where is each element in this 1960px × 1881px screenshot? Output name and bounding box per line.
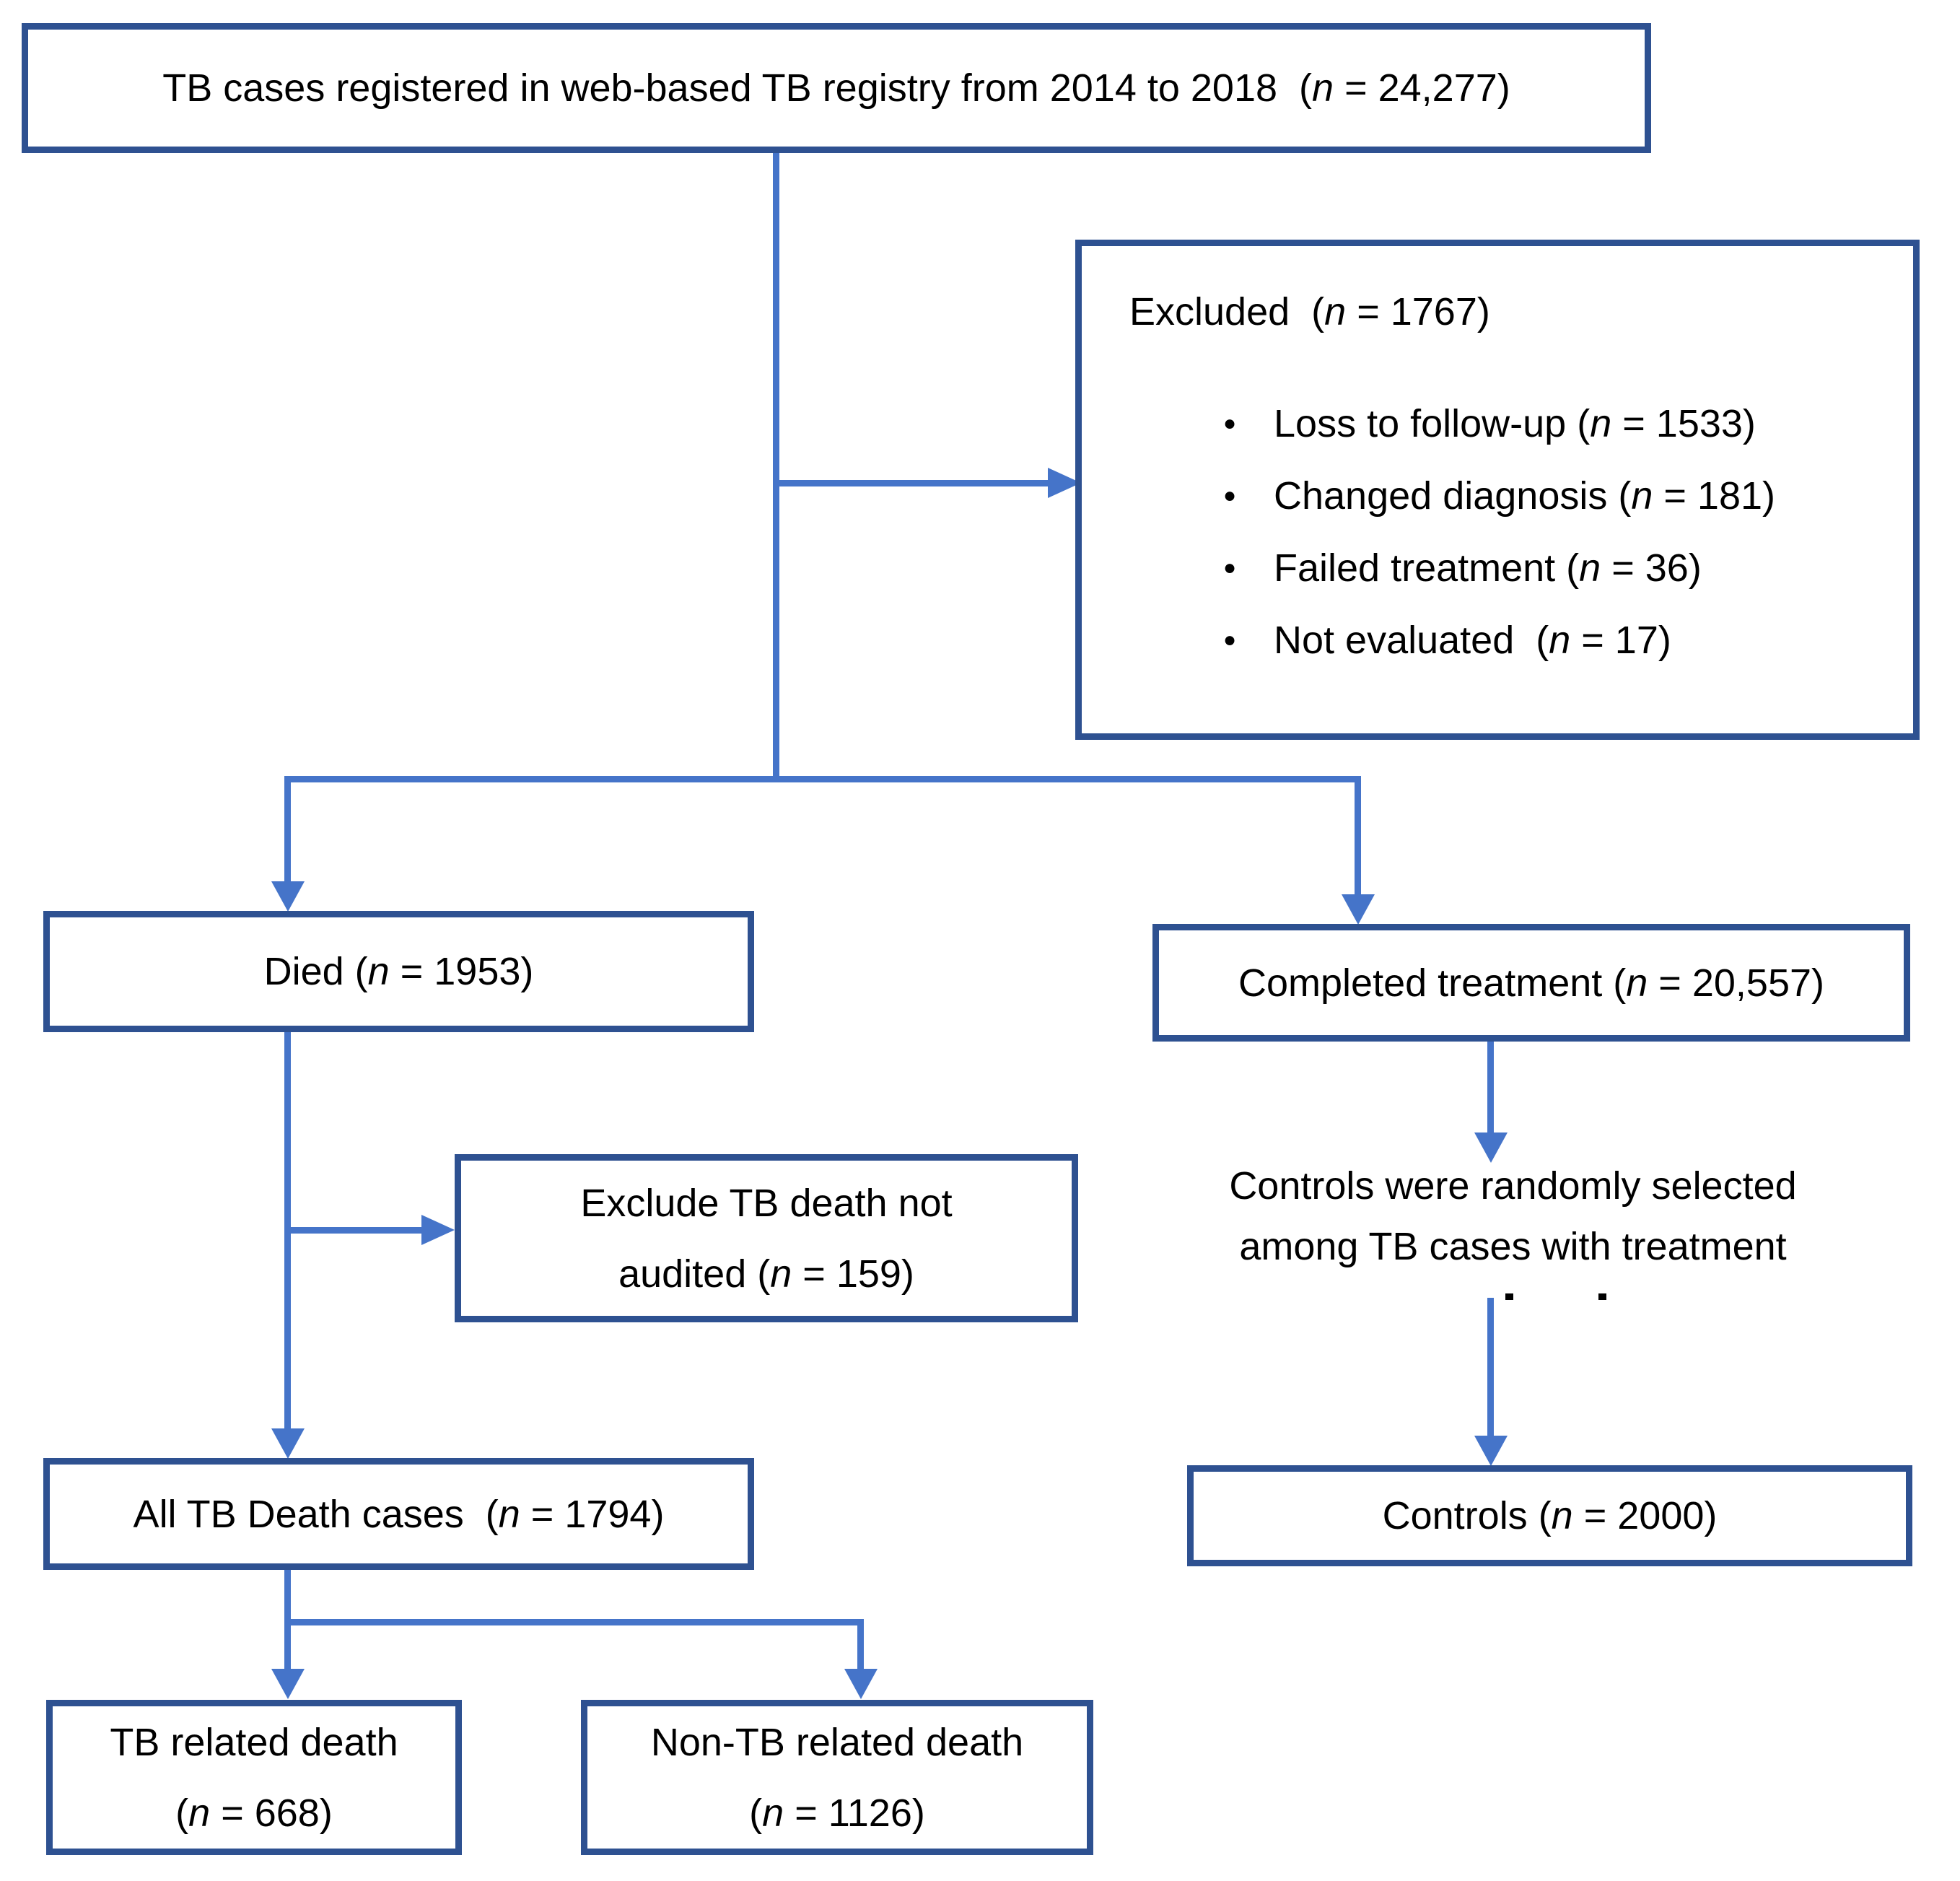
connector-note-vertical <box>1487 1042 1494 1134</box>
all-tb-death-label: All TB Death cases (n = 1794) <box>133 1492 665 1536</box>
arrowhead-completed-icon <box>1342 894 1375 925</box>
excluded-item-label: Not evaluated (n = 17) <box>1274 619 1671 662</box>
arrowhead-audit-icon <box>421 1215 455 1245</box>
arrowhead-all-tb-death-icon <box>271 1428 305 1459</box>
exclude-audit-line2: audited (n = 159) <box>618 1252 914 1296</box>
connector-died-vertical <box>284 776 291 884</box>
connector-non-tb-vertical <box>857 1619 864 1670</box>
bullet-icon: ● <box>1223 628 1237 652</box>
controls-note-line1: Controls were randomly selected <box>1229 1164 1797 1208</box>
excluded-list: ● Loss to follow-up (n = 1533) ● Changed… <box>1223 388 1775 676</box>
box-exclude-tb-death-not-audited: Exclude TB death not audited (n = 159) <box>455 1154 1078 1322</box>
tb-related-line2: (n = 668) <box>175 1791 333 1835</box>
completed-treatment-label: Completed treatment (n = 20,557) <box>1238 961 1824 1005</box>
connector-completed-vertical <box>1355 776 1361 895</box>
bullet-icon: ● <box>1223 556 1237 580</box>
arrowhead-non-tb-related-icon <box>844 1669 878 1699</box>
excluded-item-label: Changed diagnosis (n = 181) <box>1274 474 1776 518</box>
box-all-tb-death-cases: All TB Death cases (n = 1794) <box>43 1458 754 1570</box>
box-completed-treatment: Completed treatment (n = 20,557) <box>1152 924 1910 1042</box>
excluded-item: ● Not evaluated (n = 17) <box>1223 604 1775 676</box>
tb-related-line1: TB related death <box>110 1720 398 1764</box>
excluded-item: ● Failed treatment (n = 36) <box>1223 532 1775 604</box>
excluded-title: Excluded (n = 1767) <box>1129 290 1490 333</box>
connector-audit-horizontal <box>287 1227 423 1234</box>
box-non-tb-related-death: Non-TB related death (n = 1126) <box>581 1700 1093 1855</box>
exclude-audit-line1: Exclude TB death not <box>580 1181 953 1225</box>
died-label: Died (n = 1953) <box>263 950 534 993</box>
registry-label: TB cases registered in web-based TB regi… <box>162 66 1510 110</box>
arrowhead-tb-related-icon <box>271 1669 305 1699</box>
connector-split-horizontal <box>284 1619 864 1625</box>
box-controls: Controls (n = 2000) <box>1187 1465 1912 1566</box>
bullet-icon: ● <box>1223 484 1237 507</box>
controls-note-text: Controls were randomly selected among TB… <box>1133 1156 1893 1277</box>
controls-note-line2: among TB cases with treatment <box>1239 1225 1787 1268</box>
non-tb-related-line1: Non-TB related death <box>650 1720 1024 1764</box>
connector-top-vertical <box>773 150 779 782</box>
connector-branch-horizontal <box>286 776 1361 782</box>
arrowhead-died-icon <box>271 881 305 912</box>
excluded-item: ● Changed diagnosis (n = 181) <box>1223 460 1775 532</box>
box-excluded: Excluded (n = 1767) ● Loss to follow-up … <box>1075 240 1920 740</box>
connector-excluded-horizontal <box>776 480 1049 486</box>
non-tb-related-line2: (n = 1126) <box>749 1791 925 1835</box>
arrowhead-note-icon <box>1474 1132 1508 1163</box>
clipped-text-fragment <box>1598 1293 1606 1300</box>
box-registry: TB cases registered in web-based TB regi… <box>22 23 1651 153</box>
bullet-icon: ● <box>1223 411 1237 435</box>
connector-controls-vertical <box>1487 1298 1494 1438</box>
box-tb-related-death: TB related death (n = 668) <box>46 1700 462 1855</box>
arrowhead-controls-icon <box>1474 1436 1508 1466</box>
excluded-item: ● Loss to follow-up (n = 1533) <box>1223 388 1775 460</box>
clipped-text-fragment <box>1505 1293 1513 1300</box>
box-died: Died (n = 1953) <box>43 911 754 1032</box>
controls-label: Controls (n = 2000) <box>1382 1494 1718 1537</box>
excluded-item-label: Failed treatment (n = 36) <box>1274 546 1702 590</box>
excluded-item-label: Loss to follow-up (n = 1533) <box>1274 402 1756 445</box>
